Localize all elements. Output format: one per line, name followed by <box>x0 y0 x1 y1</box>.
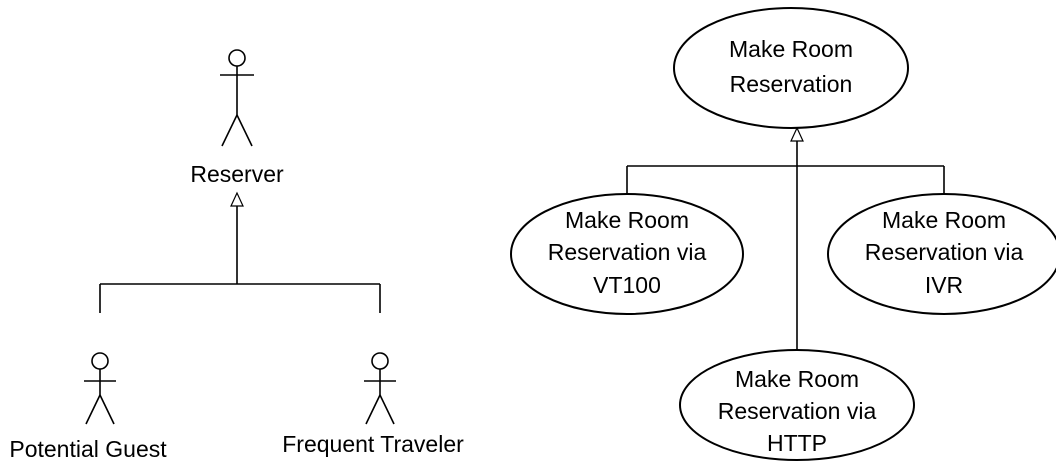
use-case-label-line: Reservation via <box>548 239 707 265</box>
use-case-generalization-connector <box>626 126 945 354</box>
use-case-via-http[interactable]: Make Room Reservation via HTTP <box>679 349 915 461</box>
use-case-label-line: Make Room <box>565 207 689 233</box>
use-case-label-line: HTTP <box>767 430 827 456</box>
use-case-label-line: Make Room <box>729 36 853 62</box>
use-case-make-room-reservation[interactable]: Make Room Reservation <box>673 7 909 129</box>
actor-potential-guest[interactable]: Potential Guest <box>9 352 167 462</box>
generalization-arrow-icon <box>230 191 244 207</box>
stick-figure-icon <box>220 49 254 147</box>
actor-frequent-traveler[interactable]: Frequent Traveler <box>282 352 464 457</box>
stick-figure-icon <box>364 352 396 425</box>
use-case-label-line: Reservation <box>730 71 853 97</box>
use-case-via-vt100[interactable]: Make Room Reservation via VT100 <box>510 193 744 315</box>
use-case-label-line: VT100 <box>593 272 661 298</box>
use-case-label-line: IVR <box>925 272 963 298</box>
use-case-label-line: Reservation via <box>865 239 1024 265</box>
generalization-arrow-icon <box>790 126 804 142</box>
use-case-via-ivr[interactable]: Make Room Reservation via IVR <box>827 193 1056 315</box>
actor-reserver[interactable]: Reserver <box>190 49 284 187</box>
actor-label: Potential Guest <box>9 436 167 462</box>
stick-figure-icon <box>84 352 116 425</box>
actor-generalization-connector <box>99 191 381 313</box>
use-case-label-line: Make Room <box>735 366 859 392</box>
use-case-label-line: Reservation via <box>718 398 877 424</box>
use-case-label-line: Make Room <box>882 207 1006 233</box>
actor-label: Reserver <box>190 161 284 187</box>
actor-label: Frequent Traveler <box>282 431 464 457</box>
